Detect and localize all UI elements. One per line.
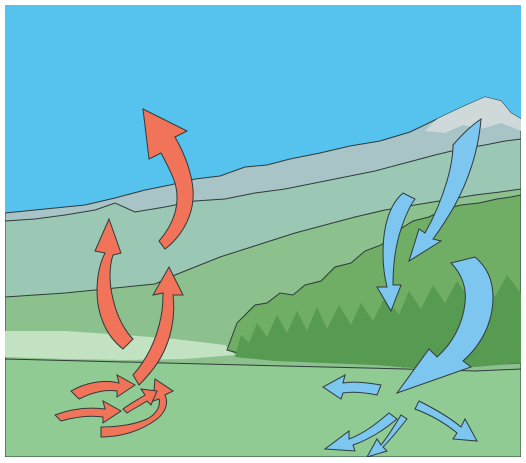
valley-air-circulation-illustration [5, 5, 521, 457]
